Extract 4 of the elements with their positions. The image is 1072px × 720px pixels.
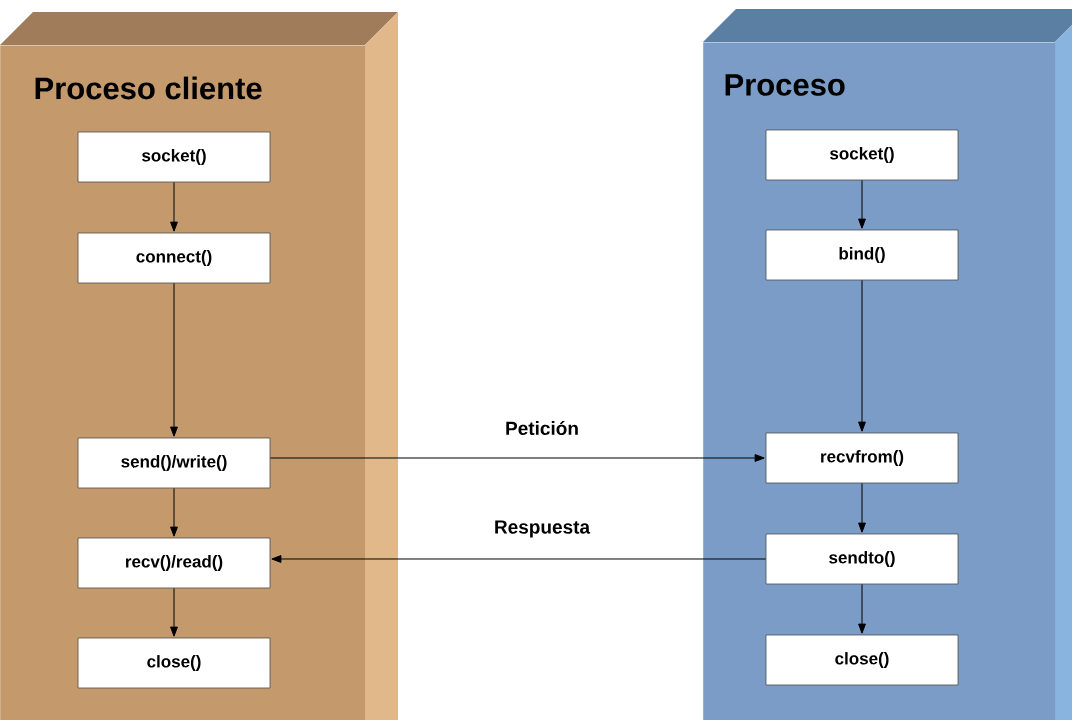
- edge-label: Petición: [504, 419, 580, 437]
- edge-label: Respuesta: [492, 519, 592, 539]
- arrow: [269, 454, 765, 462]
- arrow: [271, 555, 767, 563]
